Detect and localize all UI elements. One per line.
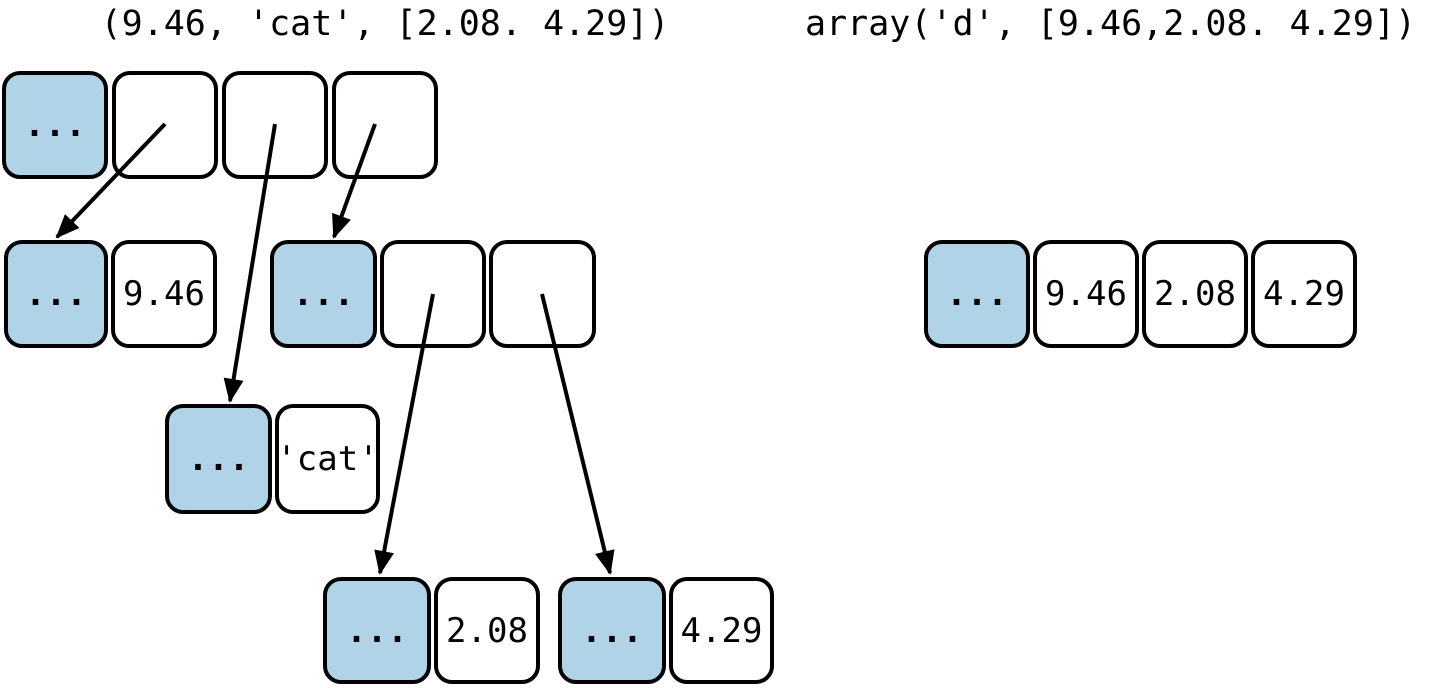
tuple-slot-2 — [332, 71, 438, 179]
tuple-header-cell: ... — [2, 71, 108, 179]
array-value-1: 2.08 — [1142, 240, 1248, 348]
float-429-header-cell: ... — [558, 577, 666, 684]
list-slot-1 — [489, 240, 596, 348]
list-slot-0 — [380, 240, 486, 348]
array-caption: array('d', [9.46,2.08. 4.29]) — [805, 4, 1417, 44]
float-946-value-cell: 9.46 — [111, 240, 217, 348]
float-208-value-cell: 2.08 — [434, 577, 540, 684]
str-cat-value-cell: 'cat' — [275, 404, 380, 514]
array-header-cell: ... — [924, 240, 1030, 348]
list-header-cell: ... — [270, 240, 377, 348]
float-946-header-cell: ... — [4, 240, 108, 348]
array-value-2: 4.29 — [1251, 240, 1357, 348]
float-208-header-cell: ... — [323, 577, 431, 684]
tuple-slot-0 — [112, 71, 218, 179]
array-value-0: 9.46 — [1033, 240, 1139, 348]
tuple-caption: (9.46, 'cat', [2.08. 4.29]) — [100, 4, 670, 44]
float-429-value-cell: 4.29 — [669, 577, 774, 684]
tuple-slot-1 — [222, 71, 328, 179]
str-cat-header-cell: ... — [165, 404, 272, 514]
